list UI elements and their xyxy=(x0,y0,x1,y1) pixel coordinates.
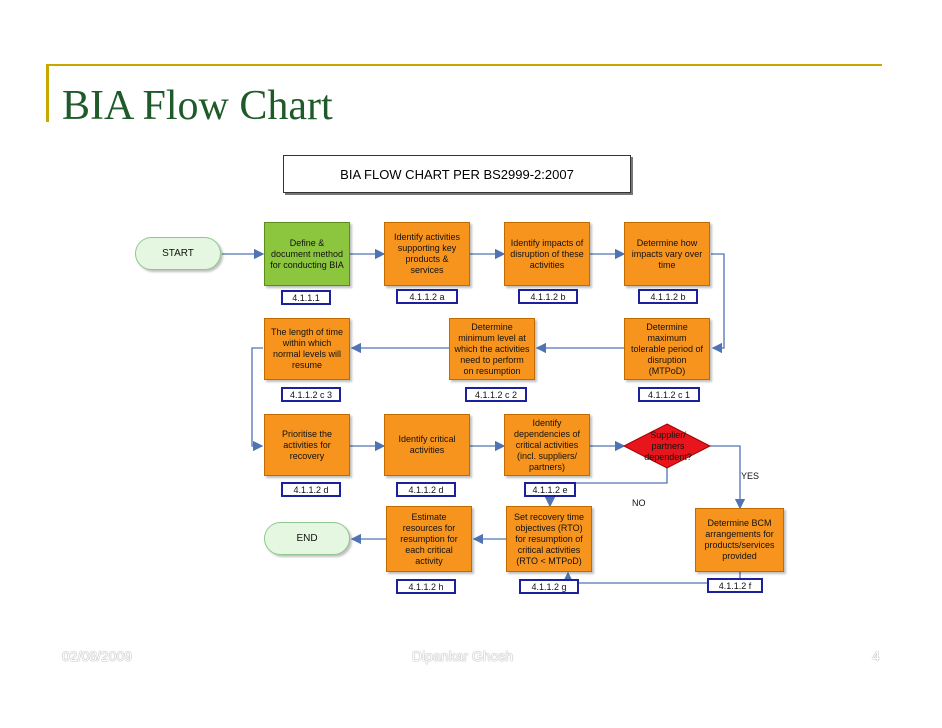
title-side-line xyxy=(46,64,49,122)
step-identify-activities: Identify activities supporting key produ… xyxy=(384,222,470,286)
step-length-of-time: The length of time within which normal l… xyxy=(264,318,350,380)
footer-page-number: 4 xyxy=(872,648,880,664)
step-set-rto: Set recovery time objectives (RTO) for r… xyxy=(506,506,592,572)
step-prioritise: Prioritise the activities for recovery xyxy=(264,414,350,476)
arrow-bcm-rto xyxy=(562,571,741,584)
step-bcm-arrangements: Determine BCM arrangements for products/… xyxy=(695,508,784,572)
start-node: START xyxy=(135,237,221,270)
title-accent-line xyxy=(46,64,882,66)
ref-identify-critical: 4.1.1.2 d xyxy=(396,482,456,497)
decision-label: Supplier/ partners dependent? xyxy=(644,429,692,462)
arrow-yes-bcm xyxy=(710,445,746,510)
ref-identify-impacts: 4.1.1.2 b xyxy=(518,289,578,304)
ref-bcm: 4.1.1.2 f xyxy=(707,578,763,593)
label-yes: YES xyxy=(741,471,760,481)
arrow-vary-mtpod xyxy=(711,253,725,354)
step-mtpod: Determine maximum tolerable period of di… xyxy=(624,318,710,380)
decision-diamond xyxy=(622,423,712,469)
ref-impacts-vary: 4.1.1.2 b xyxy=(638,289,698,304)
ref-estimate: 4.1.1.2 h xyxy=(396,579,456,594)
ref-define: 4.1.1.1 xyxy=(281,290,331,305)
slide-title: BIA Flow Chart xyxy=(62,83,333,129)
chart-header: BIA FLOW CHART PER BS2999-2:2007 xyxy=(283,155,631,193)
footer-date: 02/08/2009 xyxy=(62,648,133,664)
end-node: END xyxy=(264,522,350,555)
step-impacts-vary: Determine how impacts vary over time xyxy=(624,222,710,286)
arrow-length-prioritise xyxy=(251,347,264,452)
footer-author: Dipankar Ghosh xyxy=(412,648,514,664)
label-no: NO xyxy=(632,498,646,508)
ref-minimum-level: 4.1.1.2 c 2 xyxy=(465,387,527,402)
ref-prioritise: 4.1.1.2 d xyxy=(281,482,341,497)
ref-dependencies: 4.1.1.2 e xyxy=(524,482,576,497)
step-identify-critical: Identify critical activities xyxy=(384,414,470,476)
step-dependencies: Identify dependencies of critical activi… xyxy=(504,414,590,476)
step-estimate-resources: Estimate resources for resumption for ea… xyxy=(386,506,472,572)
ref-rto: 4.1.1.2 g xyxy=(519,579,579,594)
ref-mtpod: 4.1.1.2 c 1 xyxy=(638,387,700,402)
step-minimum-level: Determine minimum level at which the act… xyxy=(449,318,535,380)
ref-length-of-time: 4.1.1.2 c 3 xyxy=(281,387,341,402)
step-define-method: Define & document method for conducting … xyxy=(264,222,350,286)
step-identify-impacts: Identify impacts of disruption of these … xyxy=(504,222,590,286)
ref-identify-activities: 4.1.1.2 a xyxy=(396,289,458,304)
